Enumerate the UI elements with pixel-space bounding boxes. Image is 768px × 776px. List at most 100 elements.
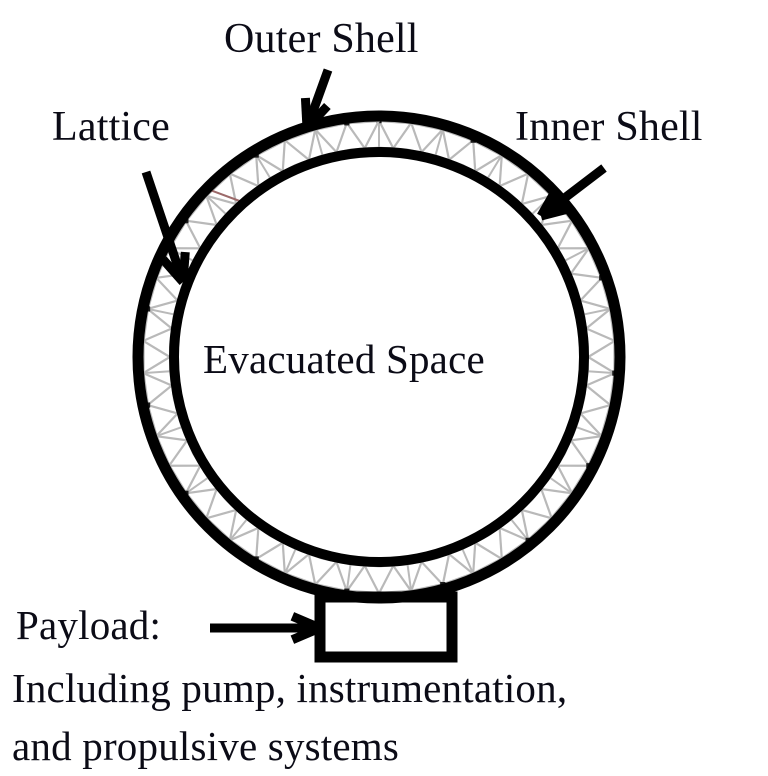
lattice-accent-strut (210, 189, 240, 202)
lattice-diagonal (205, 195, 218, 226)
lattice-diagonal (185, 219, 217, 227)
outer-shell-label: Outer Shell (224, 16, 419, 62)
lattice-web (255, 154, 272, 179)
lattice-diagonal (168, 439, 189, 467)
lattice-diagonal (499, 172, 529, 188)
lattice-diagonal (335, 561, 348, 592)
lattice-diagonal (228, 509, 238, 541)
lattice-web (185, 476, 209, 495)
lattice-diagonal (499, 526, 529, 542)
lattice-web (143, 370, 171, 375)
lattice-diagonal (146, 308, 173, 330)
payload-caption-line-1: Including pump, instrumentation, (12, 665, 568, 711)
lattice-diagonal (335, 122, 348, 153)
lattice-diagonal (345, 122, 366, 149)
lattice-diagonal (569, 439, 590, 467)
inner-shell-label: Inner Shell (515, 104, 703, 150)
lattice-diagonal (142, 339, 171, 358)
lattice-diagonal (184, 465, 202, 494)
annotation-arrows (141, 68, 607, 644)
lattice-diagonal (498, 154, 503, 187)
lattice-diagonal (580, 299, 611, 310)
lattice-diagonal (229, 526, 259, 542)
lattice-diagonal (579, 277, 603, 302)
lattice-diagonal (314, 561, 338, 586)
lattice-diagonal (472, 140, 477, 172)
lattice-diagonal (229, 172, 259, 188)
lattice-diagonal (392, 565, 413, 592)
lattice-diagonal (147, 299, 178, 310)
outer-shell-arrow (300, 68, 333, 132)
inner-shell (169, 147, 589, 567)
lattice-diagonal (184, 220, 202, 249)
lattice-web (461, 548, 475, 575)
lattice-diagonal (441, 129, 451, 161)
lattice-diagonal (448, 139, 474, 161)
lattice-diagonal (314, 128, 338, 153)
lattice-diagonal (585, 327, 616, 342)
arrow-head-barb (539, 204, 572, 221)
lattice-diagonal (585, 384, 612, 406)
lattice-diagonal (255, 541, 284, 560)
lattice-web (575, 426, 603, 438)
lattice-diagonal (205, 508, 237, 520)
lattice-diagonal (587, 356, 616, 375)
lattice-diagonal (363, 565, 380, 594)
lattice-diagonal (363, 120, 380, 149)
lattice-web (510, 518, 529, 541)
lattice-diagonal (569, 247, 590, 275)
lattice-diagonal (142, 356, 171, 375)
lattice-diagonal (520, 173, 530, 205)
lattice-web (434, 129, 444, 156)
arrow-shaft (141, 170, 188, 284)
lattice-diagonal (580, 404, 611, 415)
lattice-diagonal (570, 272, 602, 279)
lattice-diagonal (284, 553, 310, 575)
lattice-label: Lattice (52, 104, 170, 150)
lattice-diagonal (281, 542, 286, 574)
lattice-diagonal (147, 404, 178, 415)
arrow-head-barb (290, 612, 322, 633)
lattice-diagonal (284, 139, 310, 161)
lattice-web (205, 194, 227, 215)
inner-shell-arrow (537, 164, 607, 221)
lattice-web (549, 476, 573, 495)
lattice-web (406, 564, 413, 592)
arrow-head-barb (178, 251, 190, 283)
outer-shell (132, 110, 626, 604)
lattice-diagonal (410, 122, 423, 153)
payload-label: Payload: (16, 602, 162, 648)
lattice-web (283, 548, 297, 575)
lattice-diagonal (520, 509, 530, 541)
arrow-shaft (538, 164, 607, 220)
lattice-diagonal (185, 487, 217, 495)
lattice-diagonal (392, 122, 413, 149)
lattice-diagonal (307, 129, 317, 161)
payload-caption-line-2: and propulsive systems (12, 723, 400, 769)
lattice-diagonal (205, 488, 218, 519)
payload-box (314, 591, 458, 663)
lattice-diagonal (521, 508, 553, 520)
lattice-diagonal (579, 412, 603, 437)
lattice-diagonal (142, 372, 173, 387)
lattice-diagonal (420, 561, 444, 586)
lattice-web (587, 370, 615, 375)
arrow-head-barb (303, 102, 331, 132)
lattice-diagonal (378, 565, 395, 594)
lattice-diagonal (255, 527, 260, 560)
lattice-arrow (141, 170, 190, 285)
lattice-web (583, 307, 611, 316)
lattice-web (564, 247, 590, 262)
lattice-diagonal (585, 308, 612, 330)
lattice-web (155, 426, 183, 438)
lattice-diagonal (540, 488, 553, 519)
lattice-diagonal (441, 553, 451, 585)
lattice-diagonal (156, 435, 188, 442)
lattice-diagonal (146, 384, 173, 406)
lattice-diagonal (378, 120, 395, 149)
lattice-diagonal (420, 128, 444, 153)
lattice-diagonal (142, 327, 173, 342)
lattice-diagonal (474, 541, 503, 560)
